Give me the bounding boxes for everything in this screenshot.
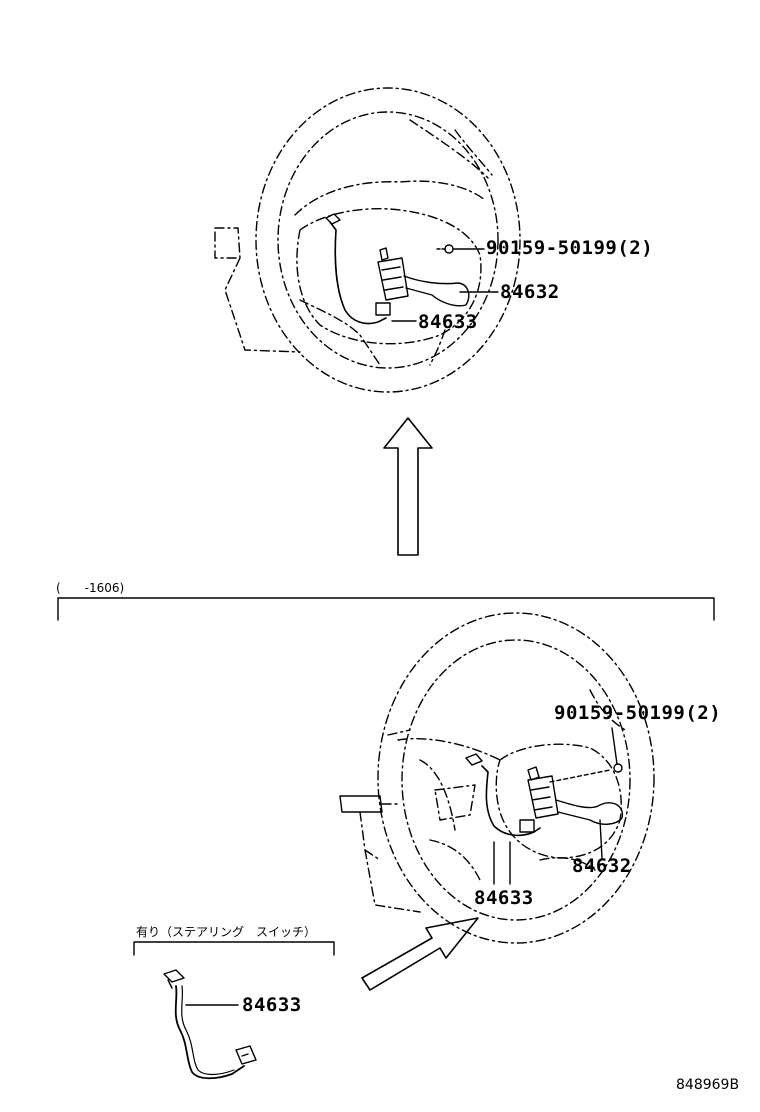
bottom-wheel-hub — [495, 743, 622, 859]
top-bolt — [436, 244, 454, 254]
top-bolt-part-number: 90159-50199(2) — [486, 237, 654, 259]
bottom-switch-assembly — [527, 766, 624, 825]
top-wire-harness — [329, 221, 387, 325]
bottom-bolt-part-number: 90159-50199(2) — [554, 702, 722, 724]
up-arrow — [383, 417, 433, 556]
top-wheel-column — [214, 227, 301, 353]
top-wheel-rim-inner — [277, 111, 499, 369]
bottom-wire-connector-b — [519, 819, 535, 833]
top-wheel-lower-spoke — [299, 299, 446, 366]
top-wheel-hub — [296, 208, 482, 345]
bottom-wheel-body — [359, 803, 421, 913]
top-switch-assembly — [377, 247, 470, 307]
top-wheel-rim-outer — [255, 87, 521, 393]
top-steering-wheel — [214, 87, 521, 393]
top-wire-part-number: 84633 — [418, 311, 478, 333]
bottom-wire-harness — [481, 765, 541, 837]
top-wire-connector-b — [375, 302, 391, 316]
bottom-steering-wheel — [339, 612, 655, 944]
bottom-wheel-rim-inner — [401, 639, 631, 921]
bottom-wire-leader — [493, 841, 511, 885]
top-switch-part-number: 84632 — [500, 281, 560, 303]
bottom-wheel-column — [339, 795, 383, 813]
option-wire-harness — [163, 969, 257, 1080]
bottom-wheel-spokes — [387, 689, 626, 881]
diagonal-arrow — [361, 917, 479, 991]
top-wire-connector-a — [325, 213, 341, 225]
bottom-switch-part-number: 84632 — [572, 855, 632, 877]
period-bracket — [57, 597, 715, 621]
bottom-bolt — [549, 763, 623, 783]
bottom-bolt-leader — [611, 727, 618, 765]
option-wire-part-number: 84633 — [242, 994, 302, 1016]
option-caption: 有り（ステアリング スイッチ） — [136, 925, 317, 939]
bottom-switch-leader — [599, 819, 603, 859]
bottom-wire-connector-a — [465, 753, 483, 766]
diagram-code: 848969B — [676, 1077, 740, 1093]
bottom-wire-part-number: 84633 — [474, 887, 534, 909]
bottom-wheel-rim-outer — [377, 612, 655, 944]
top-wheel-spoke-pad — [294, 119, 493, 216]
period-label: ( -1606) — [56, 581, 125, 595]
option-bracket — [133, 941, 335, 956]
